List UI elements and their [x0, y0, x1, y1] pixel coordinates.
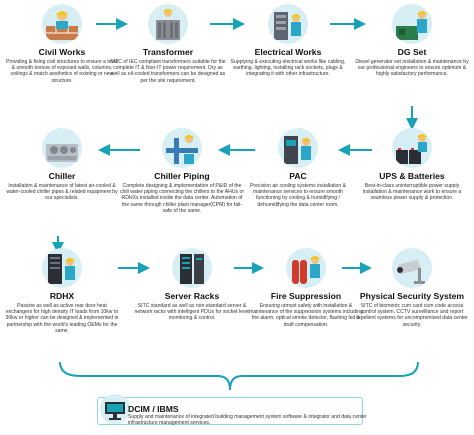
node-chiller: Chiller Installation & maintenance of la…	[4, 128, 120, 202]
physical-security-desc: SITC of biometric cum card cum code acce…	[356, 303, 468, 328]
civil-works-title: Civil Works	[38, 47, 86, 57]
fire-cylinder-icon	[286, 248, 326, 288]
pac-desc: Precision air cooling systems installati…	[250, 183, 346, 208]
dcim-title: DCIM / IBMS	[128, 404, 179, 414]
civil-works-desc: Providing & fixing civil structures to e…	[6, 59, 118, 84]
piping-icon	[162, 128, 202, 168]
fire-suppression-title: Fire Suppression	[270, 291, 342, 301]
chiller-title: Chiller	[48, 171, 76, 181]
node-rdhx: RDHX Passive as well as active rear door…	[4, 248, 120, 334]
transformer-icon	[148, 4, 188, 44]
node-electrical-works: Electrical Works Supplying & executing e…	[230, 4, 346, 78]
transformer-title: Transformer	[142, 47, 194, 57]
electrical-panel-icon	[268, 4, 308, 44]
monitor-icon	[100, 394, 130, 424]
rear-door-icon	[42, 248, 82, 288]
node-civil-works: Civil Works Providing & fixing civil str…	[4, 4, 120, 84]
cctv-camera-icon	[392, 248, 432, 288]
rdhx-desc: Passive as well as active rear door heat…	[5, 303, 119, 334]
node-fire-suppression: Fire Suppression Ensuring utmost safety …	[248, 248, 364, 328]
battery-icon	[392, 128, 432, 168]
node-physical-security: Physical Security System SITC of biometr…	[354, 248, 470, 328]
node-pac: PAC Precision air cooling systems instal…	[240, 128, 356, 208]
physical-security-title: Physical Security System	[359, 291, 465, 301]
dcim-box	[97, 397, 363, 425]
server-racks-desc: SITC standard as well as non-standard se…	[134, 303, 250, 322]
electrical-works-desc: Supplying & executing electrical works l…	[230, 59, 346, 78]
node-ups-batteries: UPS & Batteries Best-in-class uninterrup…	[354, 128, 470, 202]
dg-set-desc: Diesel generator set installation & main…	[355, 59, 469, 78]
brace-to-dcim	[59, 361, 419, 391]
pac-unit-icon	[278, 128, 318, 168]
node-chiller-piping: Chiller Piping Complete designing & impl…	[120, 128, 244, 214]
dg-set-title: DG Set	[397, 47, 427, 57]
worker-wall-icon	[42, 4, 82, 44]
node-server-racks: Server Racks SITC standard as well as no…	[134, 248, 250, 322]
electrical-works-title: Electrical Works	[254, 47, 322, 57]
pac-title: PAC	[289, 171, 307, 181]
server-rack-icon	[172, 248, 212, 288]
rdhx-title: RDHX	[49, 291, 75, 301]
fire-suppression-desc: Ensuring utmost safety with installation…	[249, 303, 363, 328]
chiller-piping-title: Chiller Piping	[154, 171, 210, 181]
ups-title: UPS & Batteries	[379, 171, 445, 181]
transformer-desc: SITC of IEC compliant transformers suita…	[110, 59, 226, 84]
node-dg-set: DG Set Diesel generator set installation…	[354, 4, 470, 78]
dcim-desc: Supply and maintenance of integrated bui…	[128, 414, 367, 427]
node-transformer: Transformer SITC of IEC compliant transf…	[110, 4, 226, 84]
ups-desc: Best-in-class uninterruptible power supp…	[362, 183, 462, 202]
chiller-icon	[42, 128, 82, 168]
server-racks-title: Server Racks	[164, 291, 220, 301]
chiller-desc: Installation & maintenance of latest air…	[6, 183, 118, 202]
generator-icon	[392, 4, 432, 44]
chiller-piping-desc: Complete designing & implementation of P…	[120, 183, 245, 214]
